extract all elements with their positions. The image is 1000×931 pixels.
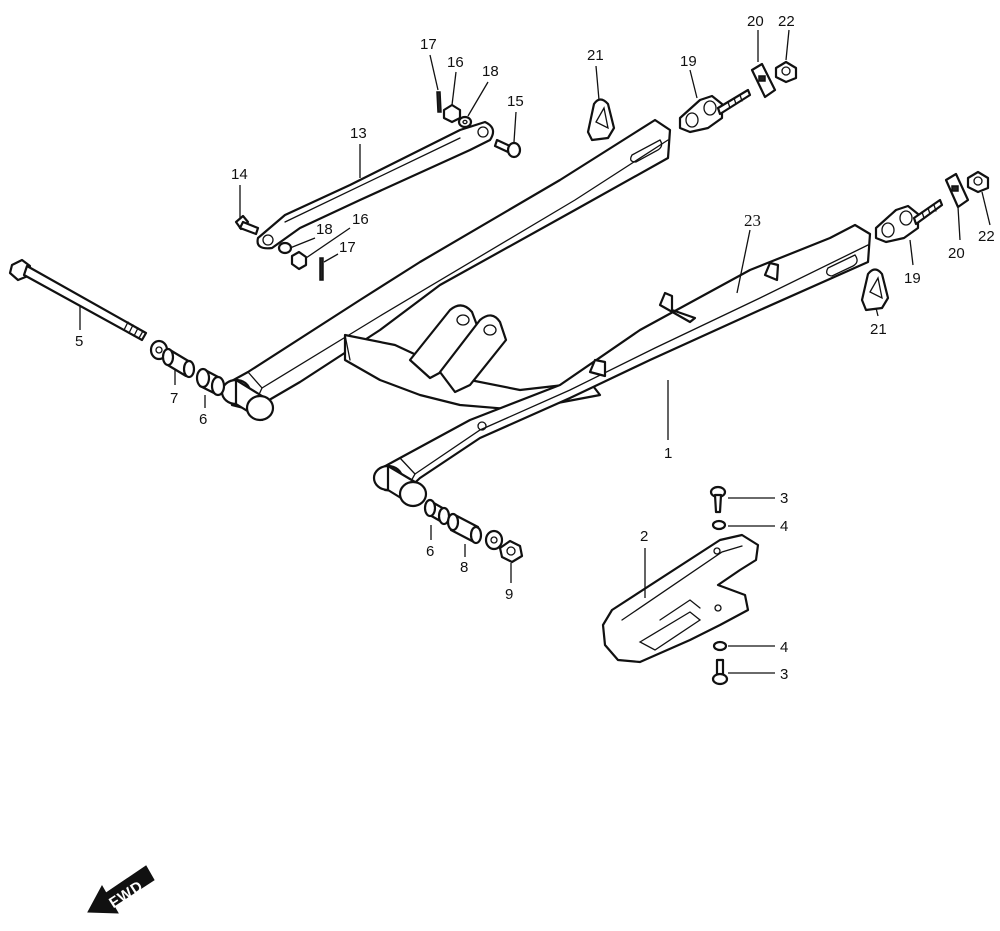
collar-8	[446, 512, 483, 545]
leader-lines	[79, 29, 991, 674]
callout-19b: 19	[904, 270, 921, 287]
callout-18b: 18	[316, 221, 333, 238]
callout-2: 2	[640, 528, 648, 545]
bracket-21b	[860, 268, 890, 312]
callout-17a: 17	[420, 36, 437, 53]
cotter-pin-17a	[436, 91, 442, 113]
chain-guide	[601, 533, 760, 664]
callout-20b: 20	[948, 245, 965, 262]
callout-13: 13	[350, 125, 367, 142]
nut-22b	[966, 170, 990, 194]
washer-4a	[711, 519, 727, 531]
callout-20a: 20	[747, 13, 764, 30]
torque-link	[256, 120, 495, 250]
bolt-14	[234, 214, 260, 236]
callout-19a: 19	[680, 53, 697, 70]
nut-9	[498, 539, 524, 564]
washer-18b	[277, 241, 293, 255]
callout-17b: 17	[339, 239, 356, 256]
callout-14: 14	[231, 166, 248, 183]
callout-9: 9	[505, 586, 513, 603]
callout-6b: 6	[426, 543, 434, 560]
washer-4b	[712, 640, 728, 652]
screw-3b	[711, 658, 729, 686]
callout-1: 1	[664, 445, 672, 462]
chain-adjuster-19b	[874, 198, 944, 244]
callout-21a: 21	[587, 47, 604, 64]
washer-18a	[457, 115, 473, 129]
needle-bearing-6a	[195, 367, 226, 397]
callout-4b: 4	[780, 639, 788, 656]
callout-3b: 3	[780, 666, 788, 683]
callout-18a: 18	[482, 63, 499, 80]
callout-labels: 1 2 3 3 4 4 5 6 6 7 8 9 13 14 15 16 16 1…	[75, 13, 995, 683]
callout-6a: 6	[199, 411, 207, 428]
callout-16b: 16	[352, 211, 369, 228]
bracket-21a	[586, 98, 616, 142]
chain-adjuster-19a	[678, 88, 752, 134]
cotter-pin-17b	[319, 257, 324, 281]
washer-pivot-right	[484, 529, 504, 551]
callout-4a: 4	[780, 518, 788, 535]
plate-20a	[750, 62, 777, 99]
callout-5: 5	[75, 333, 83, 350]
collar-7	[161, 347, 196, 379]
callout-22a: 22	[778, 13, 795, 30]
callout-8: 8	[460, 559, 468, 576]
screw-3a	[709, 485, 727, 514]
plate-20b	[944, 172, 970, 209]
callout-7: 7	[170, 390, 178, 407]
callout-15: 15	[507, 93, 524, 110]
fwd-arrow-icon: FWD	[87, 865, 155, 914]
callout-22b: 22	[978, 228, 995, 245]
swing-arm	[220, 118, 872, 508]
callout-16a: 16	[447, 54, 464, 71]
callout-21b: 21	[870, 321, 887, 338]
nut-16a	[442, 103, 462, 124]
callout-3a: 3	[780, 490, 788, 507]
needle-bearing-6b	[423, 498, 451, 526]
nut-16b	[290, 250, 308, 271]
callout-23: 23	[744, 211, 761, 230]
nut-22a	[774, 60, 798, 84]
bolt-15	[493, 138, 522, 159]
pivot-bolt-5	[8, 258, 148, 342]
